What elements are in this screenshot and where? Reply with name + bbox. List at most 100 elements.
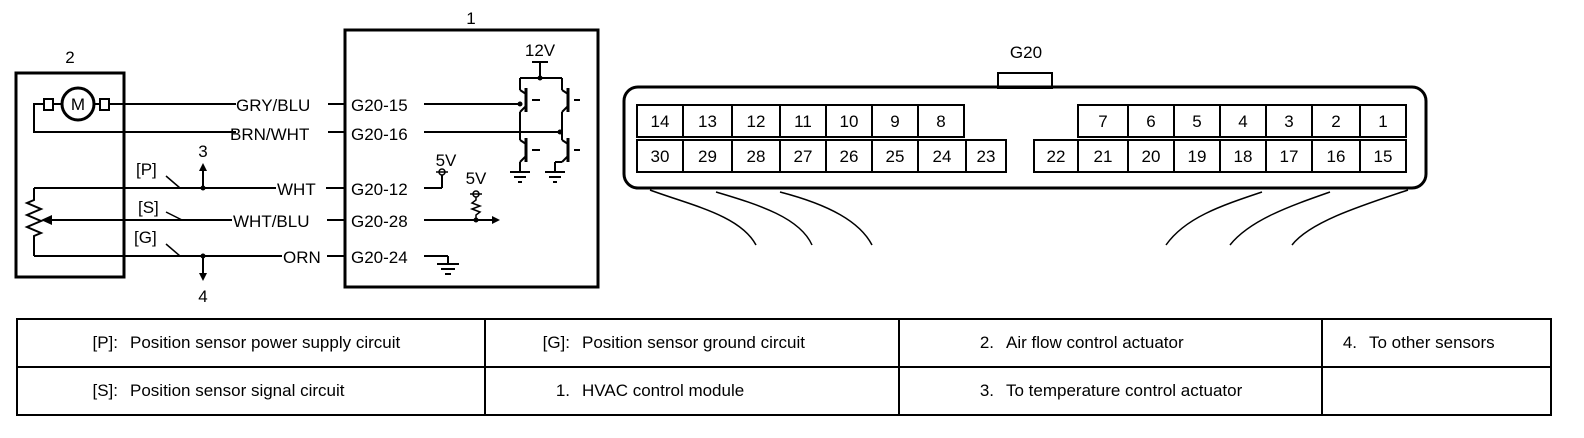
- pin-25: 25: [886, 147, 905, 166]
- v5-label-a: 5V: [436, 151, 457, 170]
- pin-10-cell: [825, 104, 873, 138]
- actuator-number: 2: [65, 48, 74, 67]
- pin-28: 28: [747, 147, 766, 166]
- legend-key: 1.: [555, 381, 570, 400]
- pin-14: 14: [651, 112, 670, 131]
- pin-20: 20: [1142, 147, 1161, 166]
- motor-icon: M: [43, 86, 110, 122]
- legend-text: Position sensor ground circuit: [582, 333, 806, 352]
- legend-row: [P]: Position sensor power supply circuit…: [16, 318, 1552, 368]
- pin-1-cell: [1359, 104, 1407, 138]
- pin-29: 29: [698, 147, 717, 166]
- legend-cell: 2. Air flow control actuator: [898, 318, 1323, 368]
- pin-g20-12: G20-12: [351, 180, 408, 199]
- reference-5v-supply: 5V: [436, 151, 457, 188]
- wire-color-wht: WHT: [277, 180, 316, 199]
- pin-16: 16: [1327, 147, 1346, 166]
- h-bridge-icon: 12V: [510, 41, 580, 183]
- pin-24-cell: [917, 139, 967, 173]
- wire-color-brn-wht: BRN/WHT: [230, 125, 309, 144]
- pin-23-cell: [965, 139, 1007, 173]
- harness-wires: [649, 189, 1409, 246]
- motor-label: M: [71, 95, 85, 114]
- hvac-control-module: 1 G20-15 G20-16 G20-12 G20-28 G20-24 12V: [343, 9, 600, 289]
- connector-name: G20: [1010, 43, 1042, 62]
- wire-color-wht-blu: WHT/BLU: [233, 212, 310, 231]
- other-sensors-reference: 4: [198, 253, 208, 306]
- circuit-tags: [P] [S] [G] 3 4: [134, 142, 208, 306]
- pin-1: 1: [1378, 112, 1387, 131]
- s-circuit-tag: [S]: [138, 198, 159, 217]
- pin-g20-24: G20-24: [351, 248, 408, 267]
- legend-table: [P]: Position sensor power supply circuit…: [16, 318, 1552, 416]
- pin-g20-16: G20-16: [351, 125, 408, 144]
- pin-10: 10: [840, 112, 859, 131]
- pin-9: 9: [890, 112, 899, 131]
- pin-3-cell: [1265, 104, 1313, 138]
- pin-18-cell: [1219, 139, 1267, 173]
- pin-19: 19: [1188, 147, 1207, 166]
- legend-text: To temperature control actuator: [1006, 381, 1243, 400]
- pin-28-cell: [731, 139, 781, 173]
- g-circuit-tag: [G]: [134, 228, 157, 247]
- pin-2: 2: [1331, 112, 1340, 131]
- pin-18: 18: [1234, 147, 1253, 166]
- pin-g20-28: G20-28: [351, 212, 408, 231]
- pin-9-cell: [871, 104, 919, 138]
- legend-text: Position sensor power supply circuit: [130, 333, 401, 352]
- pin-g20-15: G20-15: [351, 96, 408, 115]
- pin-16-cell: [1311, 139, 1361, 173]
- legend-cell: 1.HVAC control module: [484, 366, 900, 416]
- pin-5: 5: [1192, 112, 1201, 131]
- v5-label-b: 5V: [466, 169, 487, 188]
- pin-23: 23: [977, 147, 996, 166]
- legend-text: To other sensors: [1369, 333, 1495, 352]
- pin-22: 22: [1047, 147, 1066, 166]
- pin-21: 21: [1094, 147, 1113, 166]
- ground-icon: [437, 256, 459, 275]
- pin-7: 7: [1098, 112, 1107, 131]
- legend-key: 2.: [979, 333, 994, 352]
- pin-26: 26: [840, 147, 859, 166]
- pin-15: 15: [1374, 147, 1393, 166]
- pin-3: 3: [1284, 112, 1293, 131]
- pin-7-cell: [1077, 104, 1129, 138]
- pin-8-cell: [917, 104, 965, 138]
- pin-12-cell: [731, 104, 781, 138]
- pin-13-cell: [682, 104, 733, 138]
- legend-cell: [S]: Position sensor signal circuit: [16, 366, 486, 416]
- legend-row: [S]: Position sensor signal circuit 1.HVA…: [16, 366, 1552, 416]
- legend-cell: [G]: Position sensor ground circuit: [484, 318, 900, 368]
- pin-27: 27: [794, 147, 813, 166]
- pin-30-cell: [636, 139, 684, 173]
- wire-color-labels: GRY/BLU BRN/WHT WHT WHT/BLU ORN: [230, 96, 345, 267]
- legend-cell: [P]: Position sensor power supply circuit: [16, 318, 486, 368]
- legend-text: Air flow control actuator: [1006, 333, 1184, 352]
- air-flow-control-actuator: 2 M: [14, 48, 282, 279]
- v12-label: 12V: [525, 41, 556, 60]
- p-circuit-tag: [P]: [136, 160, 157, 179]
- pin-13: 13: [698, 112, 717, 131]
- ref-4-label: 4: [198, 287, 207, 306]
- pin-21-cell: [1077, 139, 1129, 173]
- legend-text: Position sensor signal circuit: [130, 381, 345, 400]
- legend-cell: 3. To temperature control actuator: [898, 366, 1323, 416]
- wire-color-gry-blu: GRY/BLU: [236, 96, 310, 115]
- legend-key: 4.: [1342, 333, 1357, 352]
- wire-color-orn: ORN: [283, 248, 321, 267]
- pin-24: 24: [933, 147, 952, 166]
- legend-cell: [1321, 366, 1552, 416]
- pin-12: 12: [747, 112, 766, 131]
- potentiometer-icon: [24, 187, 282, 257]
- pin-4: 4: [1238, 112, 1247, 131]
- pin-8: 8: [936, 112, 945, 131]
- pullup-5v-signal: 5V: [466, 169, 500, 224]
- pin-4-cell: [1219, 104, 1267, 138]
- legend-cell: 4. To other sensors: [1321, 318, 1552, 368]
- legend-key: [P]:: [92, 333, 118, 352]
- pin-11: 11: [794, 112, 812, 131]
- legend-key: 3.: [979, 381, 994, 400]
- legend-key: [S]:: [92, 381, 118, 400]
- legend-key: [G]:: [542, 333, 570, 352]
